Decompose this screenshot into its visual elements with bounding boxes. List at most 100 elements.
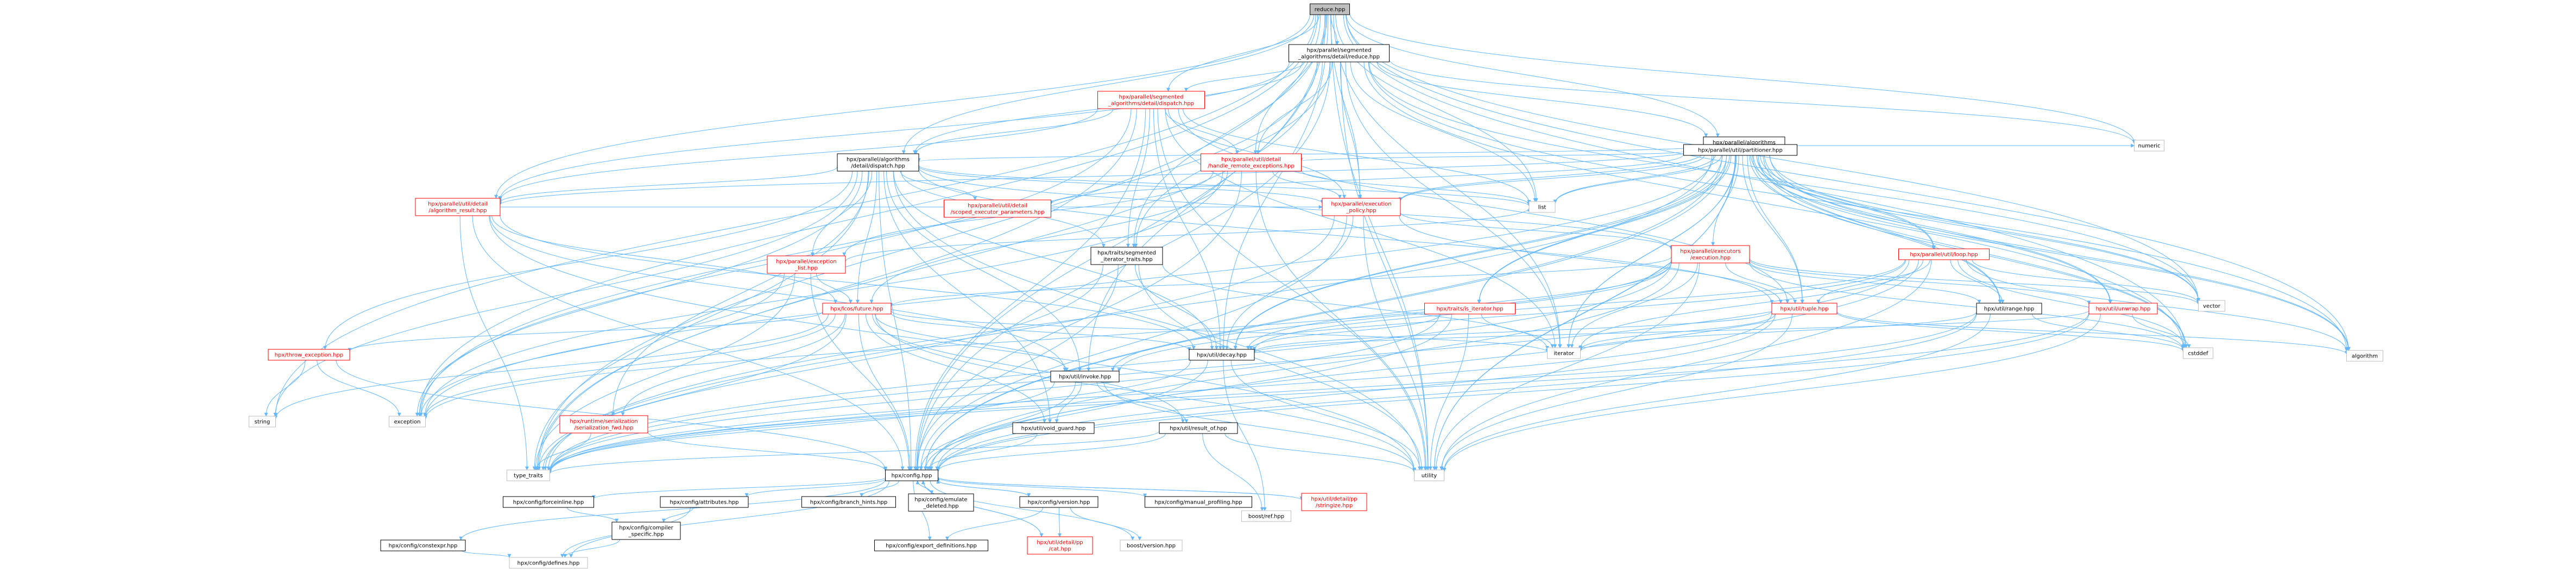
- node-label: hpx/parallel/executors: [1680, 249, 1740, 255]
- edge-future-to-throw_exc: [348, 311, 823, 352]
- edge-invoke-to-void_guard: [1055, 381, 1082, 423]
- edge-seg_reduce-to-iterator: [1345, 61, 1562, 348]
- node-forceinline[interactable]: hpx/config/forceinline.hpp: [503, 496, 594, 508]
- node-label: algorithm: [2352, 354, 2378, 360]
- edge-stringize-to-config: [936, 476, 1302, 500]
- node-alg_result[interactable]: hpx/parallel/util/detail/algorithm_resul…: [415, 198, 501, 216]
- node-executors_exec[interactable]: hpx/parallel/executors/execution.hpp: [1671, 245, 1750, 263]
- edge-range-to-utility: [1442, 313, 1991, 472]
- node-box: [1090, 247, 1163, 265]
- node-label: hpx/traits/is_iterator.hpp: [1437, 306, 1504, 312]
- node-iterator: iterator: [1547, 347, 1581, 359]
- edge-executors_exec-to-iterator: [1570, 262, 1698, 348]
- node-is_iterator[interactable]: hpx/traits/is_iterator.hpp: [1424, 303, 1516, 315]
- node-version[interactable]: hpx/config/version.hpp: [1019, 496, 1098, 508]
- node-result_of[interactable]: hpx/util/result_of.hpp: [1159, 422, 1238, 434]
- node-seg_iter[interactable]: hpx/traits/segmented_iterator_traits.hpp: [1090, 247, 1163, 265]
- edge-handle_remote-to-exec_policy: [1272, 171, 1342, 199]
- node-constexpr[interactable]: hpx/config/constexpr.hpp: [380, 539, 466, 551]
- edge-executors_exec-to-cstddef: [1749, 262, 2185, 351]
- node-attributes[interactable]: hpx/config/attributes.hpp: [660, 496, 749, 508]
- node-label: hpx/util/detail/pp: [1037, 540, 1083, 546]
- node-box: [1898, 248, 1990, 260]
- node-algorithm: algorithm: [2346, 350, 2383, 362]
- node-box: [1289, 44, 1390, 62]
- node-alg_dispatch[interactable]: hpx/parallel/algorithms/detail/dispatch.…: [837, 153, 919, 172]
- node-future[interactable]: hpx/lcos/future.hpp: [822, 303, 892, 315]
- edge-partitioner-to-exec_policy: [1398, 155, 1704, 202]
- node-emulate_deleted[interactable]: hpx/config/emulate_deleted.hpp: [908, 493, 974, 512]
- node-decay[interactable]: hpx/util/decay.hpp: [1189, 349, 1255, 361]
- edge-is_iterator-to-utility: [1428, 313, 1469, 470]
- node-box: [1414, 469, 1444, 481]
- node-unwrap[interactable]: hpx/util/unwrap.hpp: [2088, 303, 2158, 315]
- node-exc_list[interactable]: hpx/parallel/exception_list.hpp: [767, 255, 846, 274]
- node-scoped_exec[interactable]: hpx/parallel/util/detail/scoped_executor…: [944, 199, 1051, 218]
- node-tuple[interactable]: hpx/util/tuple.hpp: [1771, 303, 1838, 315]
- edge-throw_exc-to-exception: [317, 360, 401, 417]
- edge-result_of-to-config: [936, 433, 1166, 472]
- edge-util_loop-to-range: [1950, 259, 2005, 304]
- node-util_loop[interactable]: hpx/parallel/util/loop.hpp: [1898, 248, 1990, 260]
- node-box: [874, 539, 988, 551]
- node-box: [2346, 350, 2383, 362]
- edge-reduce-to-seg_dispatch: [1166, 14, 1319, 92]
- node-invoke[interactable]: hpx/util/invoke.hpp: [1050, 371, 1120, 382]
- edge-alg_dispatch-to-decay: [893, 171, 1214, 350]
- edge-seg_reduce-to-config: [915, 61, 1331, 470]
- node-string: string: [249, 416, 276, 428]
- edge-seg_reduce-to-exception: [419, 61, 1317, 417]
- node-label: hpx/traits/segmented: [1097, 250, 1156, 256]
- edge-alg_reduce-to-config: [923, 154, 1723, 470]
- node-box: [1424, 303, 1516, 315]
- edge-seg_reduce-to-type_traits: [536, 61, 1323, 470]
- edge-config-to-branch_hints: [860, 480, 899, 497]
- node-box: [1529, 201, 1556, 213]
- node-exec_policy[interactable]: hpx/parallel/execution_policy.hpp: [1322, 198, 1401, 216]
- node-ser_fwd[interactable]: hpx/runtime/serialization/serialization_…: [559, 415, 648, 434]
- edge-invoke-to-utility: [1103, 381, 1416, 472]
- edge-alg_dispatch-to-invoke: [886, 171, 1082, 372]
- edge-alg_reduce-to-vector: [1769, 154, 2200, 302]
- node-pp_cat[interactable]: hpx/util/detail/pp/cat.hpp: [1027, 536, 1093, 555]
- node-config[interactable]: hpx/config.hpp: [885, 469, 938, 481]
- edge-range-to-iterator: [1579, 311, 1977, 352]
- edge-reduce-to-alg_result: [494, 14, 1310, 199]
- node-stringize[interactable]: hpx/util/detail/pp/stringize.hpp: [1301, 493, 1367, 511]
- edge-util_loop-to-config: [935, 259, 1919, 470]
- node-throw_exc[interactable]: hpx/throw_exception.hpp: [268, 349, 350, 361]
- node-partitioner[interactable]: hpx/parallel/util/partitioner.hpp: [1683, 144, 1797, 156]
- node-box: [2198, 300, 2225, 312]
- node-manual_profiling[interactable]: hpx/config/manual_profiling.hpp: [1145, 496, 1252, 508]
- edge-future-to-exception: [424, 313, 836, 418]
- edge-is_iterator-to-decay: [1249, 313, 1441, 350]
- edge-unwrap-to-cstddef: [2132, 313, 2191, 348]
- edge-invoke-to-config: [919, 381, 1076, 470]
- node-handle_remote[interactable]: hpx/parallel/util/detail/handle_remote_e…: [1201, 153, 1302, 172]
- node-label: hpx/util/decay.hpp: [1197, 353, 1247, 359]
- node-seg_reduce[interactable]: hpx/parallel/segmented_algorithms/detail…: [1289, 44, 1390, 62]
- edge-executors_exec-to-future: [889, 256, 1672, 307]
- node-seg_dispatch[interactable]: hpx/parallel/segmented_algorithms/detail…: [1097, 91, 1205, 109]
- edge-future-to-void_guard: [866, 313, 1046, 423]
- edge-alg_result-to-decay: [500, 215, 1196, 350]
- node-compiler_specific[interactable]: hpx/config/compiler_specific.hpp: [611, 522, 681, 540]
- edge-util_loop-to-cstddef: [1958, 259, 2186, 348]
- node-export_defs[interactable]: hpx/config/export_definitions.hpp: [874, 539, 988, 551]
- edge-partitioner-to-tuple: [1742, 155, 1804, 304]
- node-utility: utility: [1414, 469, 1444, 481]
- edge-partitioner-to-decay: [1233, 155, 1727, 350]
- edge-emulate_deleted-to-config: [916, 480, 932, 494]
- node-range[interactable]: hpx/util/range.hpp: [1976, 303, 2042, 315]
- edge-config-to-attributes: [744, 478, 886, 497]
- node-label: exception: [394, 419, 421, 425]
- edge-is_iterator-to-type_traits: [548, 313, 1439, 472]
- node-void_guard[interactable]: hpx/util/void_guard.hpp: [1012, 422, 1095, 434]
- edge-executors_exec-to-exception: [424, 259, 1672, 420]
- node-cstddef: cstddef: [2183, 347, 2213, 359]
- node-box: [1027, 536, 1093, 555]
- node-branch_hints[interactable]: hpx/config/branch_hints.hpp: [801, 496, 896, 508]
- edge-config-to-boost_version: [930, 480, 1135, 541]
- node-label: hpx/parallel/exception: [776, 259, 836, 265]
